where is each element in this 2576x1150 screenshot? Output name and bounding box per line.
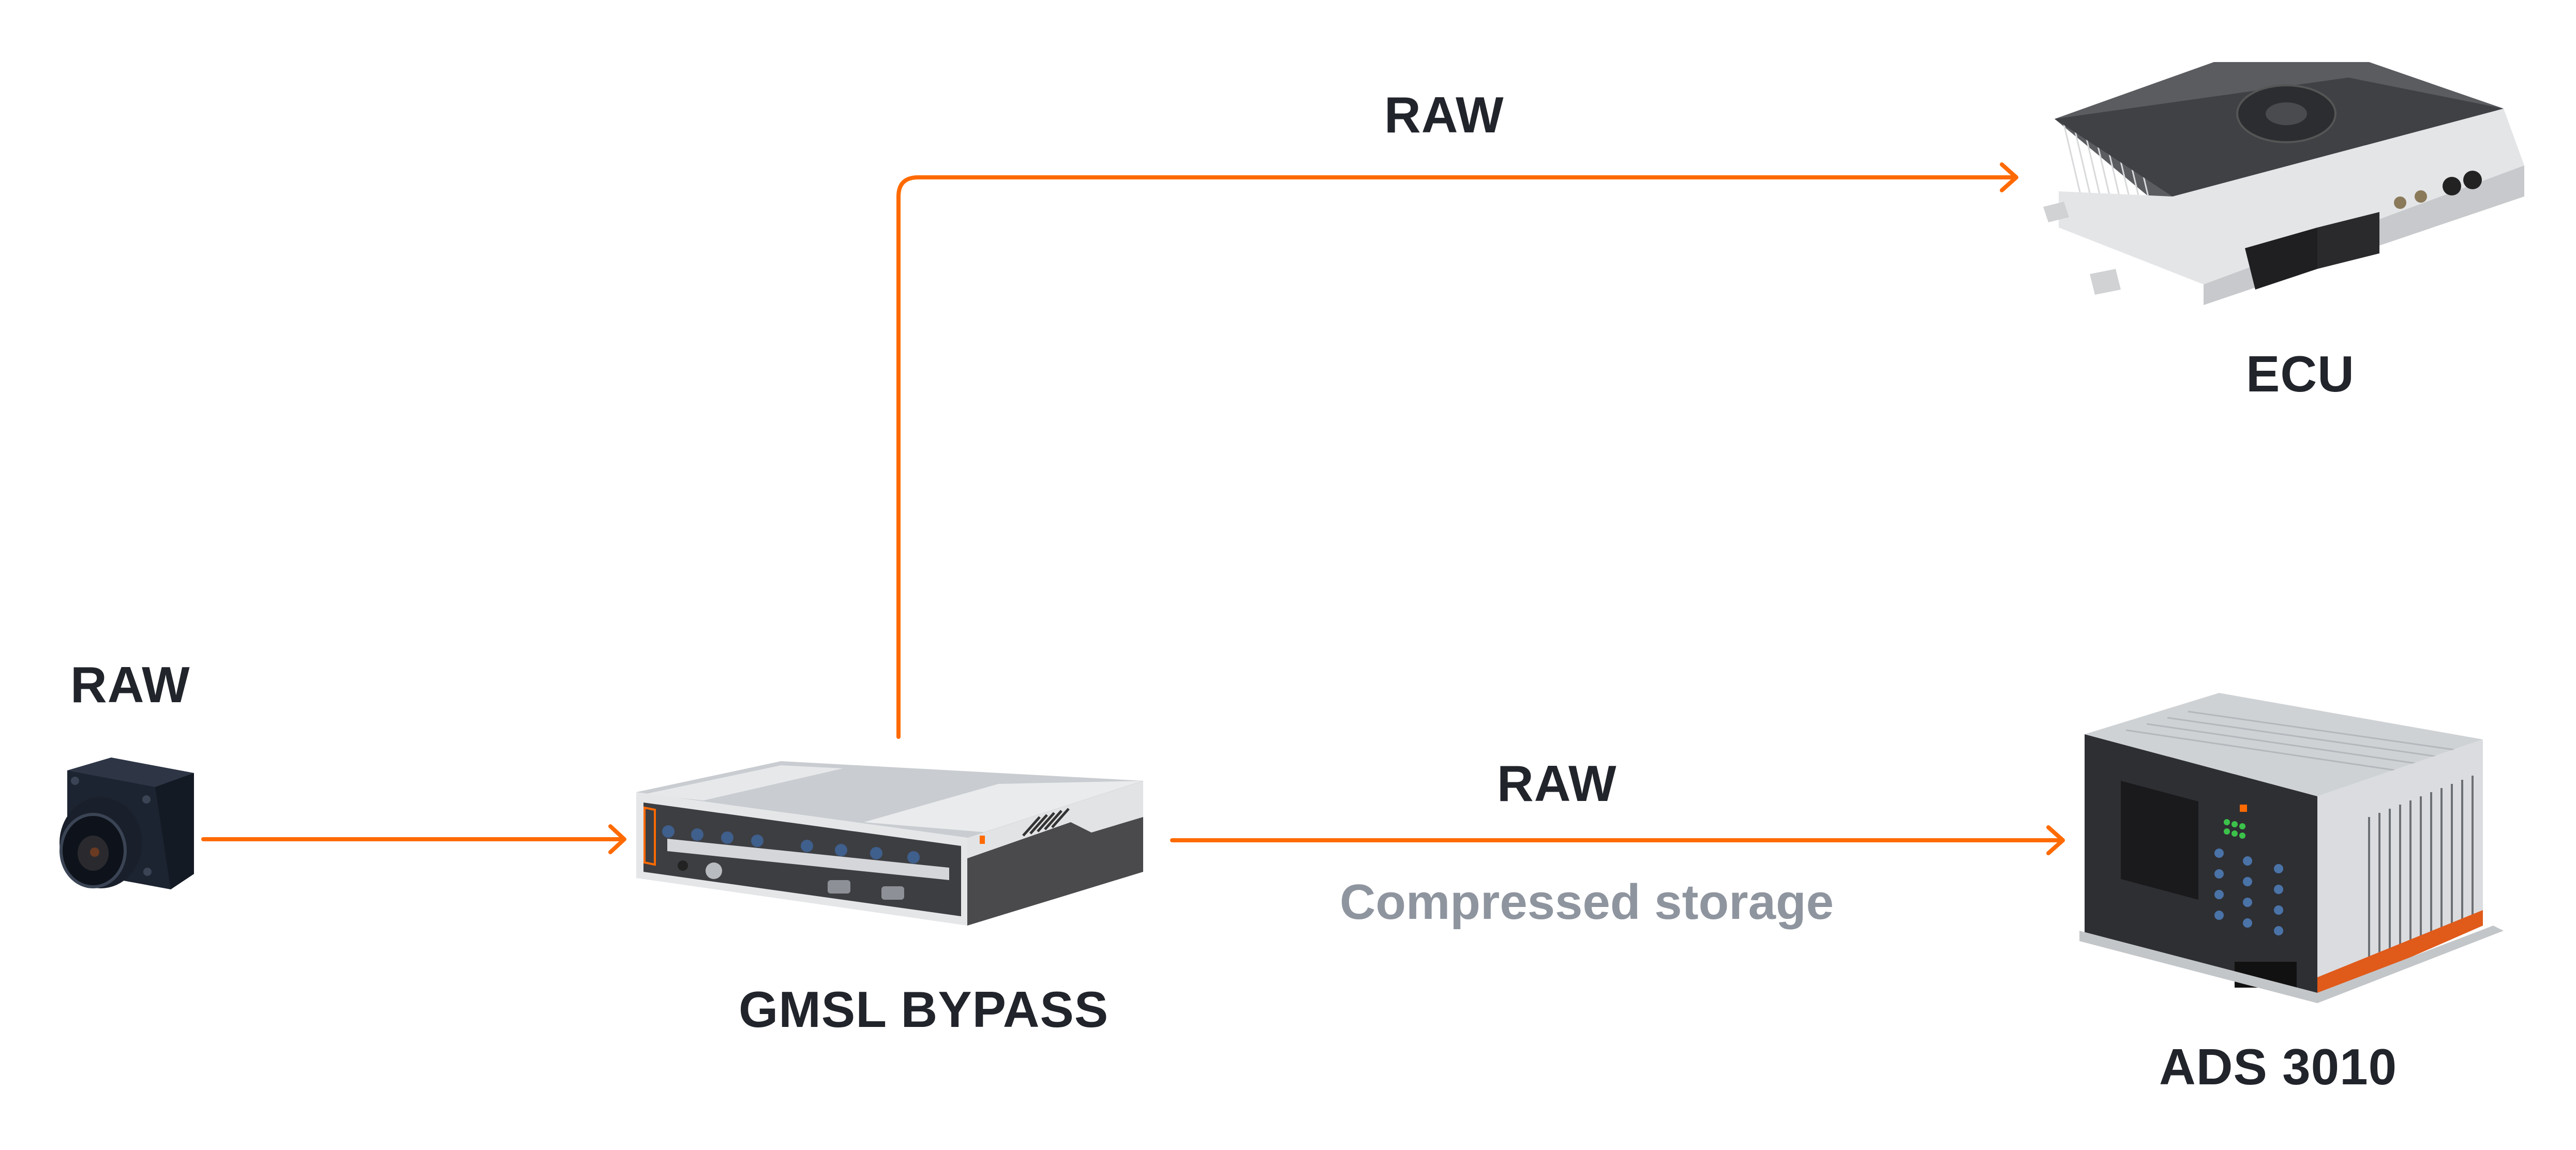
gmsl-bypass-label: GMSL BYPASS: [739, 981, 1109, 1038]
edge-bypass-to-ecu: [896, 175, 2017, 739]
arrowhead-icon: [608, 824, 626, 854]
edge-ecu-label: RAW: [1384, 86, 1504, 143]
camera-icon: [59, 758, 194, 889]
edge-ads-sublabel: Compressed storage: [1340, 874, 1834, 930]
ecu-icon: [2043, 62, 2524, 305]
ads-workstation-icon: [2079, 693, 2504, 1003]
arrowhead-icon: [2000, 162, 2018, 192]
camera-raw-label: RAW: [70, 656, 190, 713]
arrowhead-icon: [2046, 825, 2065, 855]
bypass-box-icon: [636, 761, 1143, 926]
ads3010-label: ADS 3010: [2159, 1038, 2398, 1095]
ecu-label: ECU: [2246, 345, 2355, 402]
edge-ads-label: RAW: [1497, 755, 1617, 812]
